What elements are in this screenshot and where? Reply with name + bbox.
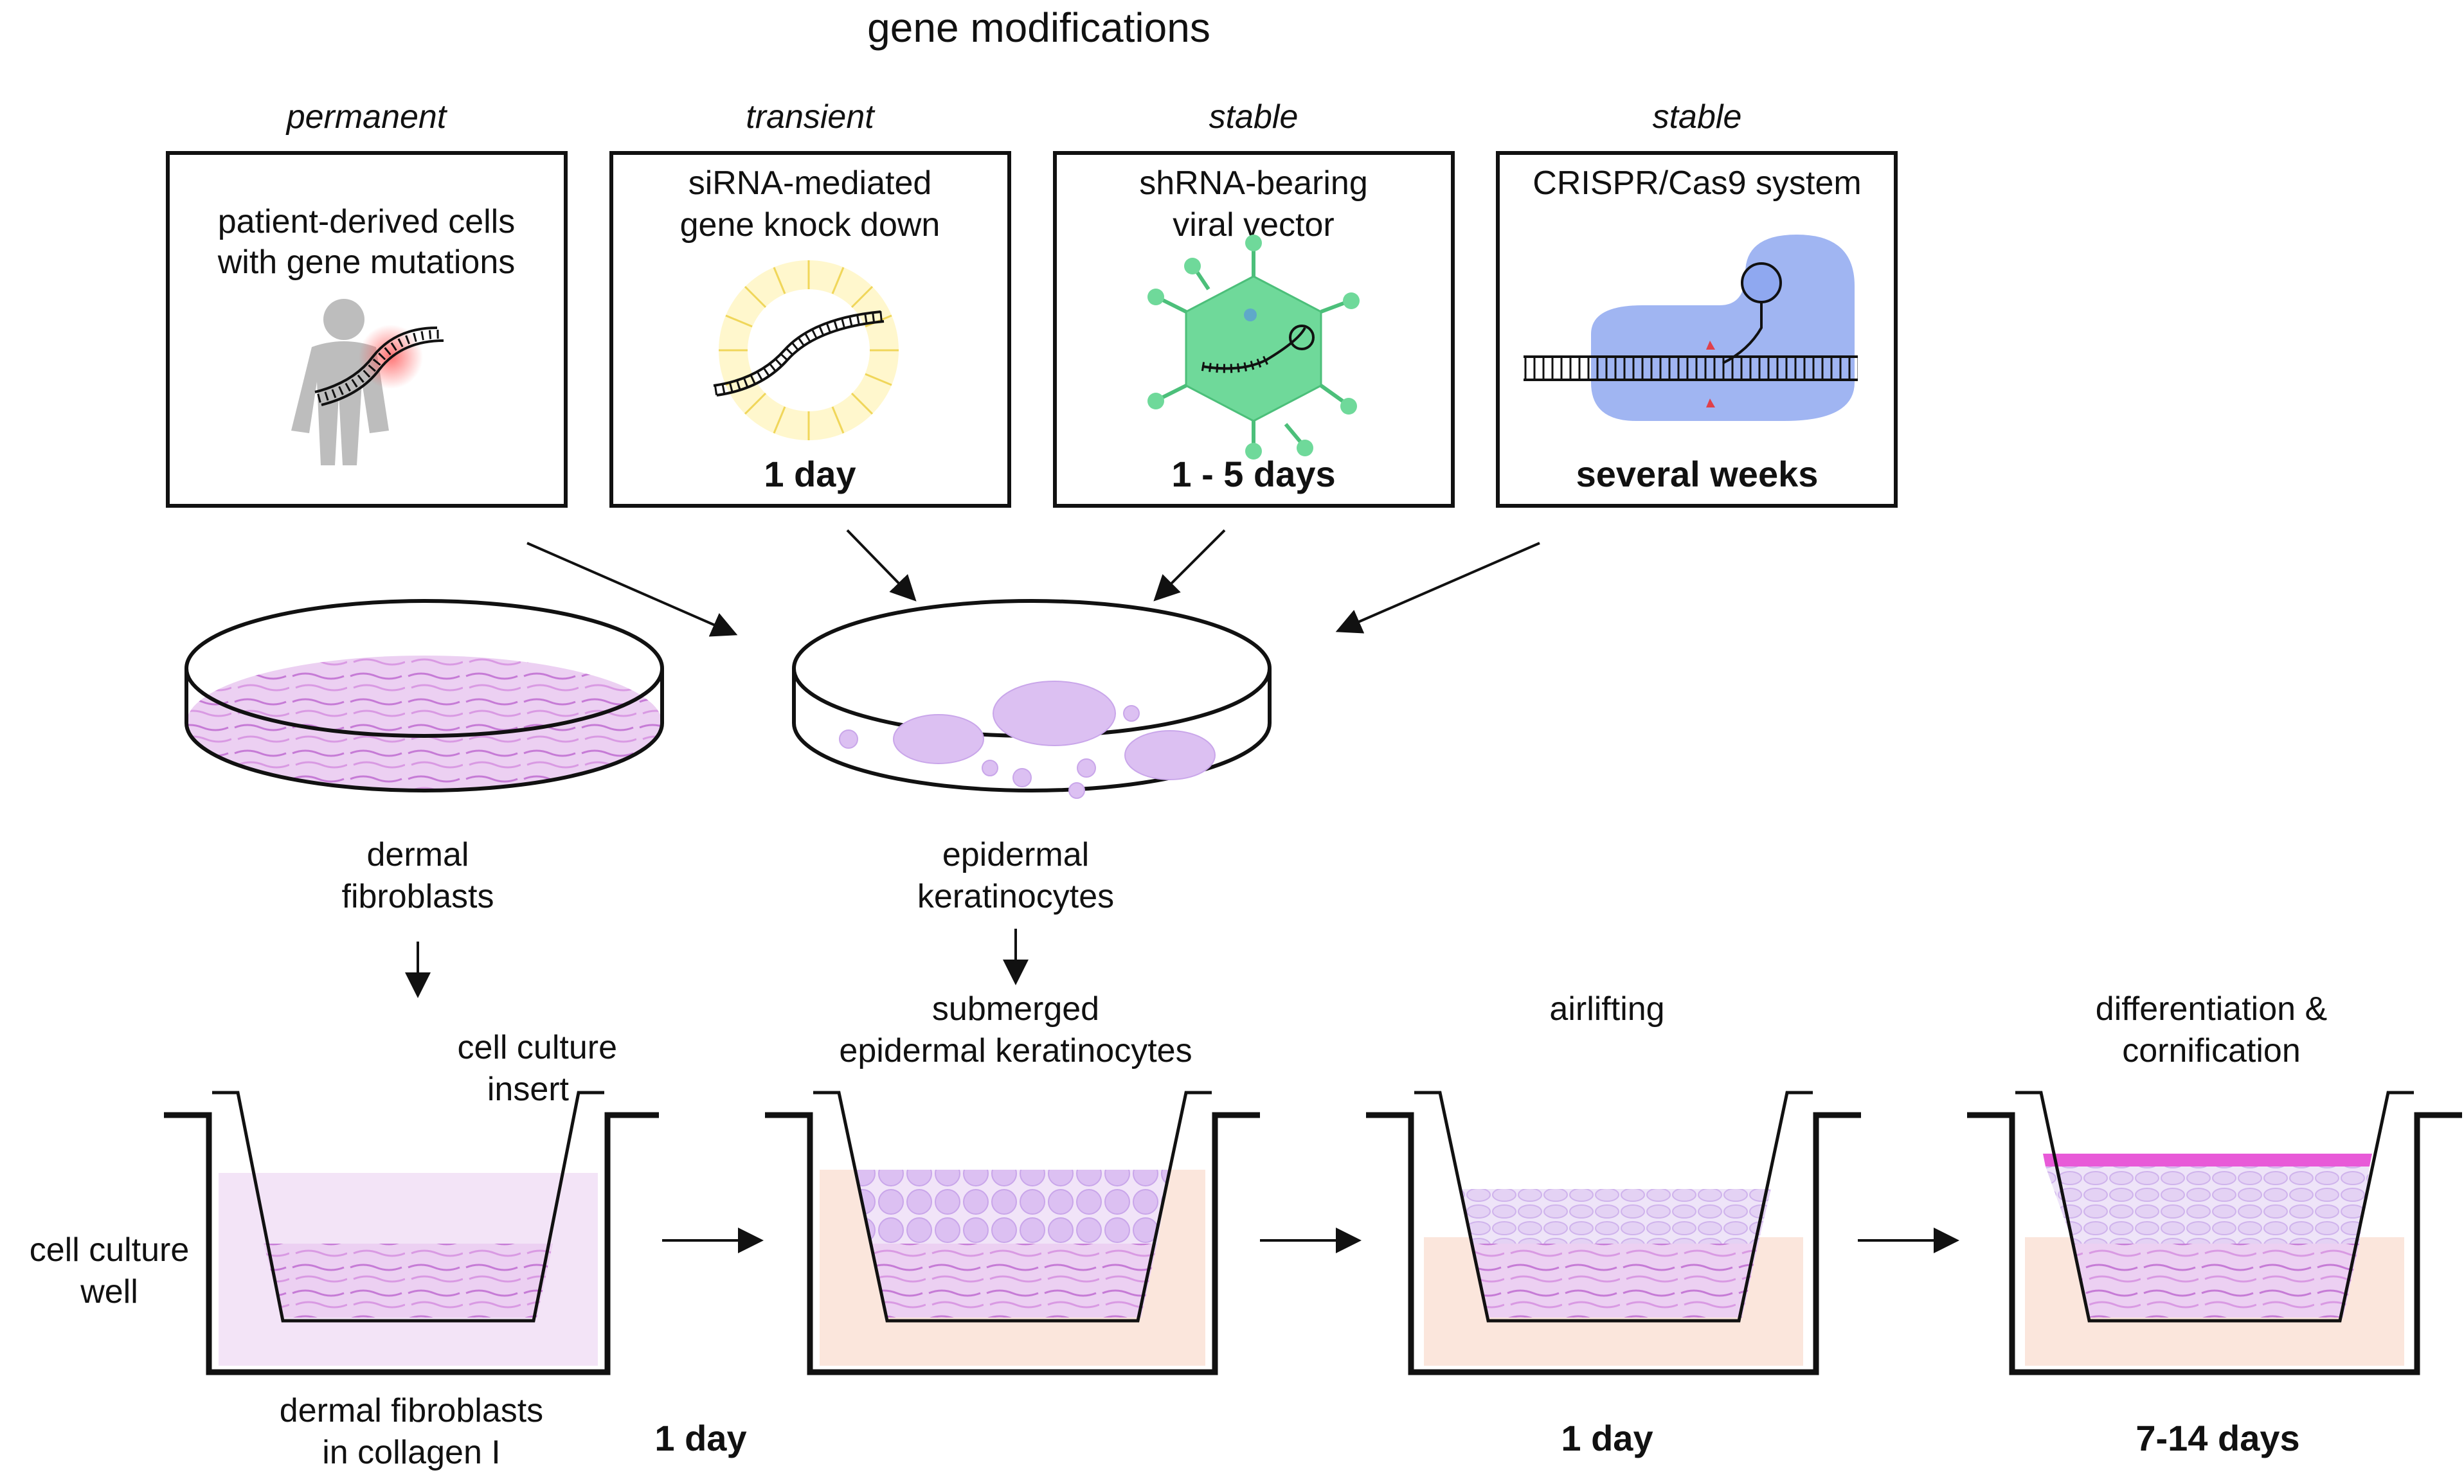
category-permanent: permanent bbox=[286, 98, 447, 136]
method-arrows bbox=[526, 529, 1540, 637]
sirna-duration: 1 day bbox=[764, 454, 856, 494]
culture-well-2 bbox=[765, 1091, 1260, 1375]
dish-fibroblasts-label-1: dermal bbox=[366, 836, 469, 873]
stage-duration-2: 1 day bbox=[1561, 1418, 1653, 1458]
patient-silhouette-icon bbox=[291, 299, 444, 465]
patient-cells-label-1: patient-derived cells bbox=[217, 203, 516, 240]
airlifting-label: airlifting bbox=[1549, 990, 1665, 1028]
stage-duration-1: 1 day bbox=[654, 1418, 747, 1458]
method-box-patient-cells bbox=[166, 151, 568, 508]
dish-fibroblasts-icon bbox=[184, 599, 664, 792]
submerged-label-2: epidermal keratinocytes bbox=[839, 1032, 1192, 1069]
dish-keratinocytes-label-2: keratinocytes bbox=[917, 878, 1115, 915]
culture-well-3 bbox=[1366, 1091, 1861, 1375]
differentiation-label-1: differentiation & bbox=[2095, 990, 2328, 1028]
culture-well-4 bbox=[1967, 1091, 2462, 1375]
sirna-label-1: siRNA-mediated bbox=[688, 165, 932, 202]
fibro-collagen-label-1: dermal fibroblasts bbox=[279, 1392, 544, 1429]
insert-label-2: insert bbox=[487, 1071, 569, 1108]
shrna-label-1: shRNA-bearing bbox=[1139, 165, 1368, 202]
viral-vector-icon bbox=[1147, 235, 1360, 460]
dish-keratinocytes-icon bbox=[792, 599, 1272, 799]
sirna-nanoparticle-icon bbox=[713, 260, 899, 440]
insert-label-1: cell culture bbox=[457, 1029, 617, 1066]
diagram-title: gene modifications bbox=[867, 4, 1210, 51]
well-label-1: cell culture bbox=[29, 1231, 190, 1269]
shrna-duration: 1 - 5 days bbox=[1171, 454, 1336, 494]
sirna-label-2: gene knock down bbox=[679, 206, 940, 244]
well-label-2: well bbox=[80, 1273, 138, 1310]
differentiation-label-2: cornification bbox=[2122, 1032, 2301, 1069]
dish-keratinocytes-label-1: epidermal bbox=[942, 836, 1090, 873]
dish-fibroblasts-label-2: fibroblasts bbox=[341, 878, 494, 915]
category-stable-shrna: stable bbox=[1209, 98, 1299, 136]
culture-well-1 bbox=[164, 1091, 659, 1375]
crispr-duration: several weeks bbox=[1576, 454, 1819, 494]
crispr-cas9-icon bbox=[1524, 235, 1858, 421]
category-transient: transient bbox=[746, 98, 874, 136]
fibro-collagen-label-2: in collagen I bbox=[322, 1434, 501, 1471]
stage-duration-3: 7-14 days bbox=[2136, 1418, 2300, 1458]
patient-cells-label-2: with gene mutations bbox=[217, 244, 516, 281]
crispr-label: CRISPR/Cas9 system bbox=[1533, 165, 1862, 202]
category-stable-crispr: stable bbox=[1652, 98, 1742, 136]
submerged-label-1: submerged bbox=[931, 990, 1100, 1028]
